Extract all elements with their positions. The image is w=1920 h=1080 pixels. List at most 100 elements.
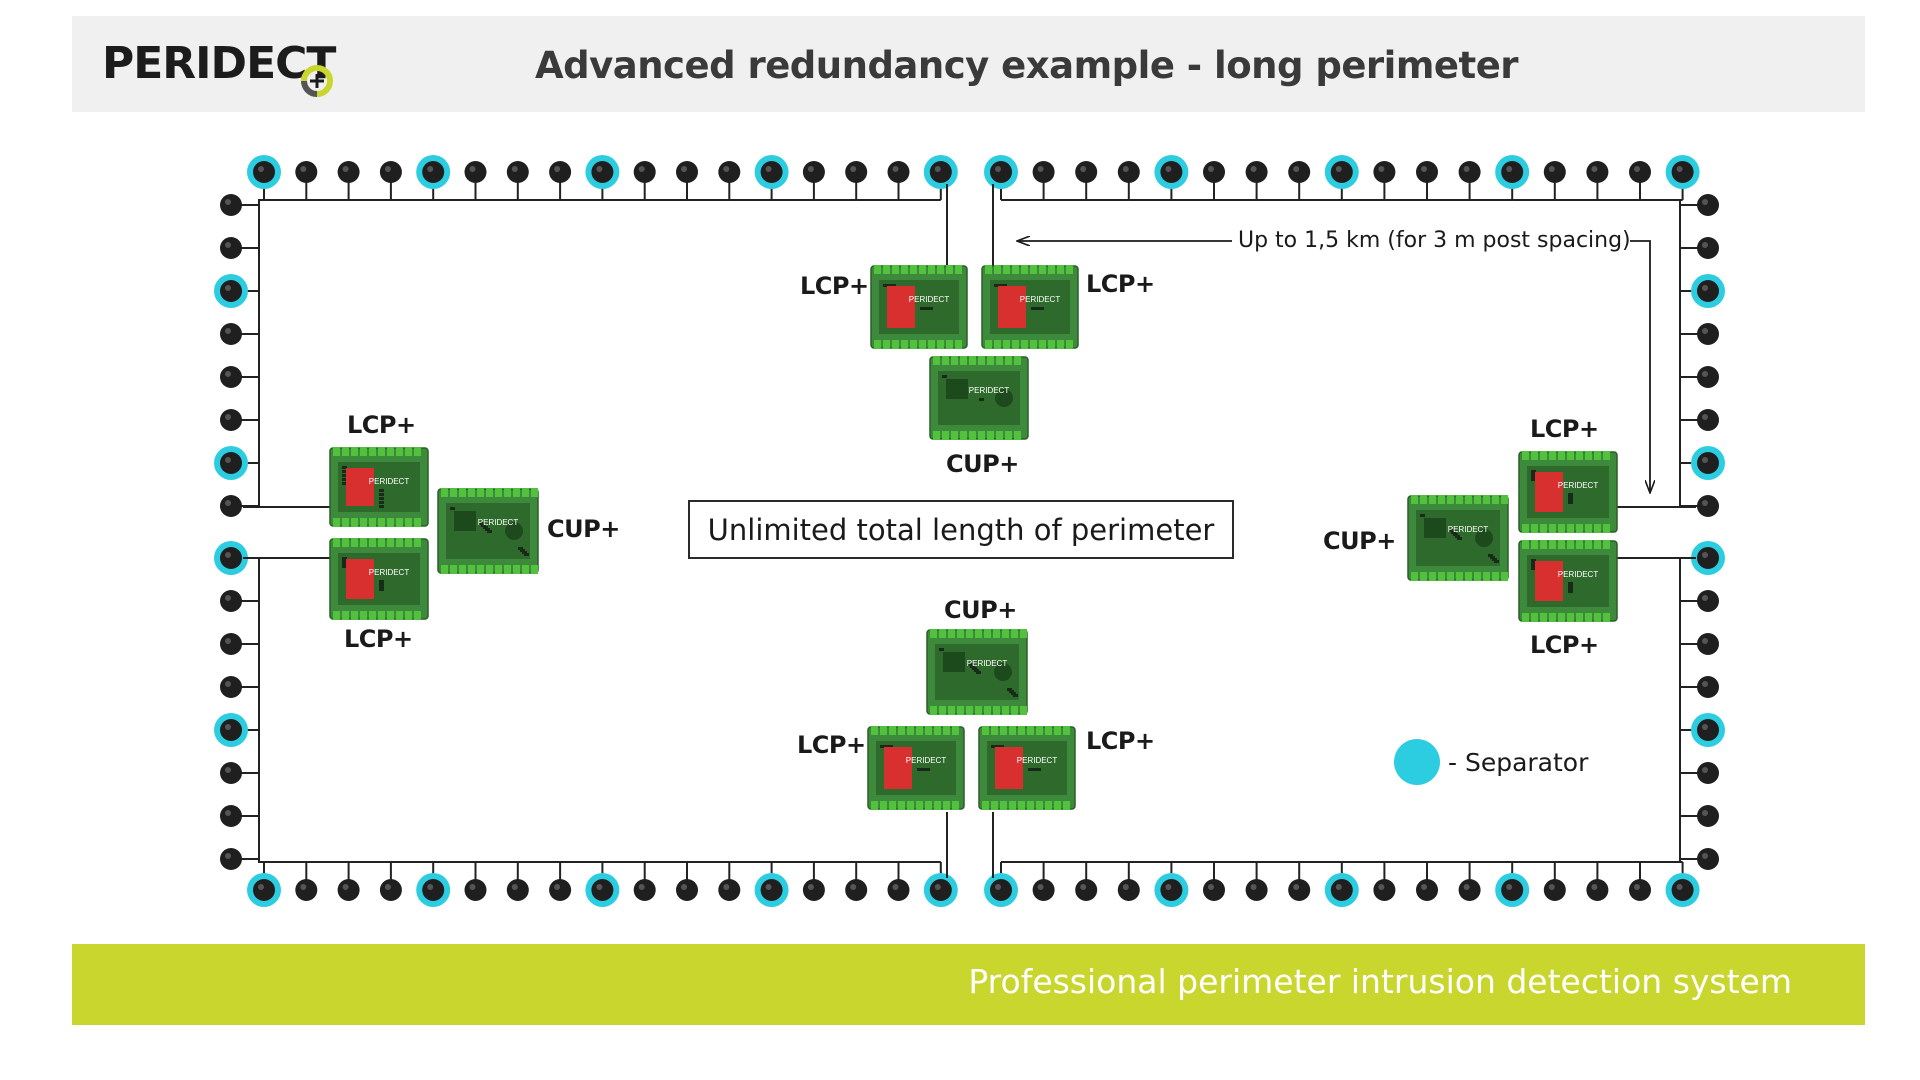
separator-post — [1691, 713, 1725, 747]
fence-post — [220, 194, 242, 216]
fence-post — [1697, 805, 1719, 827]
cup-label: CUP+ — [1323, 527, 1396, 555]
fence-post — [1075, 161, 1098, 183]
fence-post — [220, 762, 242, 784]
cup-board: PERIDECT — [926, 629, 1028, 715]
lcp-board: PERIDECT — [329, 538, 429, 620]
fence-post — [1416, 879, 1438, 901]
footer-bar: Professional perimeter intrusion detecti… — [72, 944, 1865, 1025]
separator-post — [416, 155, 451, 189]
fence-post — [676, 161, 698, 183]
svg-text:PERIDECT: PERIDECT — [909, 295, 950, 304]
lcp-board: PERIDECT — [329, 447, 429, 527]
fence-post — [845, 879, 868, 901]
fence-post — [379, 161, 402, 183]
separator-post — [1691, 446, 1725, 480]
cup-label: CUP+ — [946, 450, 1019, 478]
span-label: Up to 1,5 km (for 3 m post spacing) — [1238, 228, 1631, 253]
fence-post — [1543, 879, 1566, 901]
footer-tagline: Professional perimeter intrusion detecti… — [968, 962, 1792, 1001]
lcp-label: LCP+ — [800, 272, 869, 300]
fence-post — [1697, 409, 1719, 431]
fence-post — [718, 879, 741, 901]
fence-post — [1288, 879, 1311, 901]
cup-board: PERIDECT — [929, 356, 1029, 440]
fence-post — [1458, 161, 1481, 183]
cup-board: PERIDECT — [437, 488, 539, 574]
fence-post — [676, 879, 698, 901]
logo-plus-icon — [301, 65, 333, 97]
fence-post — [295, 879, 318, 901]
cup-board: PERIDECT — [1407, 495, 1509, 581]
fence-post — [1697, 366, 1719, 388]
separator-post — [754, 873, 789, 907]
fence-post — [1373, 879, 1396, 901]
fence-posts — [214, 155, 1725, 907]
logo-text: PERIDECT — [102, 38, 336, 89]
fence-post — [1697, 762, 1719, 784]
separator-legend-icon — [1394, 739, 1440, 785]
separator-post — [247, 873, 281, 907]
svg-text:PERIDECT: PERIDECT — [1558, 481, 1599, 490]
lcp-label: LCP+ — [1086, 270, 1155, 298]
page-title: Advanced redundancy example - long perim… — [535, 44, 1519, 87]
fence-post — [1697, 633, 1719, 655]
separator-post — [1324, 155, 1359, 189]
fence-post — [1458, 879, 1481, 901]
legend-label: - Separator — [1448, 747, 1589, 777]
separator-post — [1665, 155, 1700, 189]
fence-post — [549, 879, 572, 901]
fence-post — [1697, 194, 1719, 216]
fence-post — [1117, 879, 1140, 901]
cup-label: CUP+ — [944, 596, 1017, 624]
lcp-label: LCP+ — [347, 411, 416, 439]
fence-post — [1203, 161, 1225, 183]
separator-post — [214, 274, 248, 308]
svg-text:PERIDECT: PERIDECT — [369, 477, 410, 486]
lcp-label: LCP+ — [344, 625, 413, 653]
separator-post — [1691, 274, 1725, 308]
fence-post — [220, 590, 242, 612]
fence-post — [1697, 848, 1719, 870]
fence-post — [506, 161, 529, 183]
fence-post — [220, 409, 242, 431]
fence-post — [220, 633, 242, 655]
fence-post — [295, 161, 318, 183]
fence-post — [633, 161, 656, 183]
header-bar: PERIDECT Advanced redundancy example - l… — [72, 16, 1865, 112]
separator-post — [984, 873, 1018, 907]
fence-post — [802, 879, 825, 901]
separator-post — [214, 541, 248, 575]
separator-post — [1665, 873, 1700, 907]
fence-post — [1543, 161, 1566, 183]
lcp-label: LCP+ — [1530, 631, 1599, 659]
lcp-board: PERIDECT — [870, 265, 968, 349]
svg-text:PERIDECT: PERIDECT — [967, 659, 1008, 668]
fence-post — [1586, 879, 1609, 901]
fence-post — [464, 879, 487, 901]
fence-post — [633, 879, 656, 901]
separator-post — [754, 155, 789, 189]
separator-post — [923, 873, 958, 907]
svg-text:PERIDECT: PERIDECT — [369, 568, 410, 577]
separator-post — [1691, 541, 1725, 575]
fence-post — [220, 237, 242, 259]
svg-text:PERIDECT: PERIDECT — [1558, 570, 1599, 579]
svg-text:PERIDECT: PERIDECT — [1448, 525, 1489, 534]
lcp-board: PERIDECT — [867, 726, 965, 810]
fence-post — [1032, 879, 1055, 901]
fence-post — [220, 848, 242, 870]
svg-text:PERIDECT: PERIDECT — [1017, 756, 1058, 765]
fence-post — [220, 495, 242, 517]
fence-post — [220, 323, 242, 345]
fence-post — [1629, 161, 1651, 183]
processor-units: PERIDECT PERIDECT PERIDECT PERIDECT PERIDECT… — [329, 265, 1618, 810]
fence-post — [337, 879, 360, 901]
lcp-label: LCP+ — [797, 731, 866, 759]
lcp-board: PERIDECT — [1518, 451, 1618, 533]
fence-post — [220, 805, 242, 827]
fence-post — [1586, 161, 1609, 183]
fence-post — [1697, 237, 1719, 259]
separator-post — [585, 155, 620, 189]
fence-post — [1032, 161, 1055, 183]
